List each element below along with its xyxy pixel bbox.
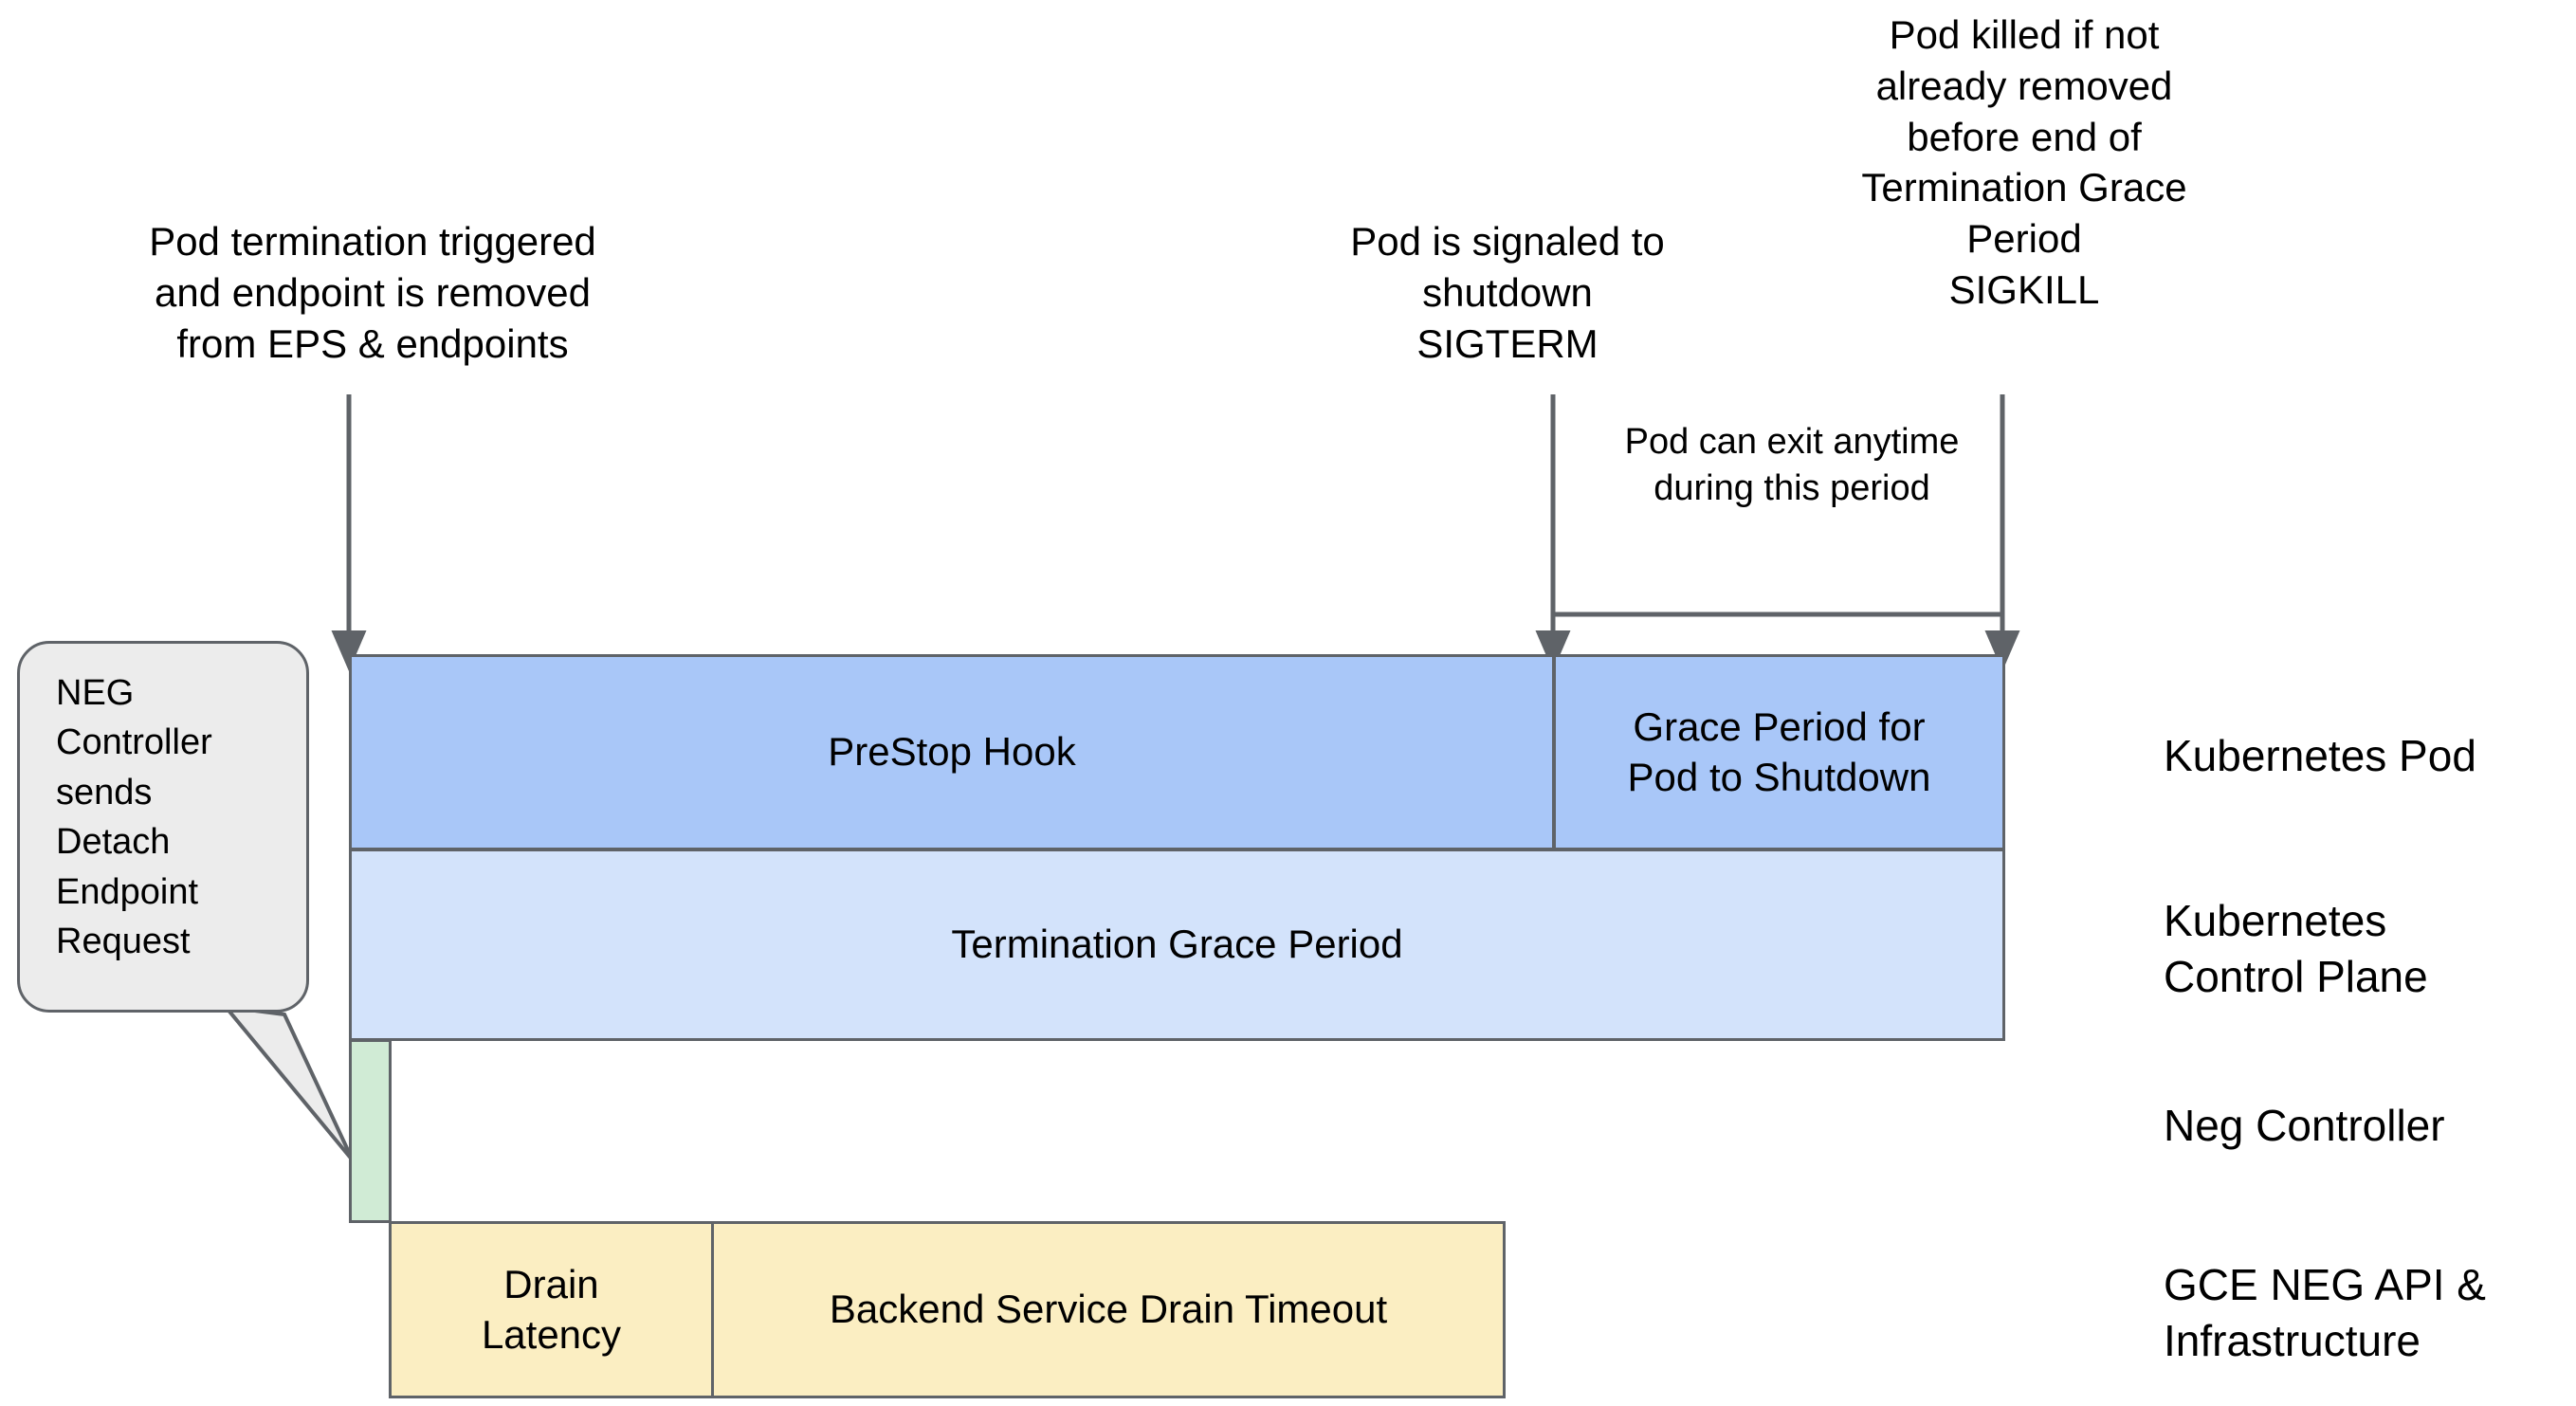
bar-termination-grace-period[interactable]: Termination Grace Period	[349, 849, 2005, 1041]
neg-controller-callout: NEG Controller sends Detach Endpoint Req…	[17, 641, 309, 1013]
row-label-kubernetes-pod: Kubernetes Pod	[2164, 731, 2476, 780]
annotation-pod-signaled-sigterm: Pod is signaled to shutdown SIGTERM	[1350, 219, 1665, 366]
bar-grace-period[interactable]: Grace Period for Pod to Shutdown	[1553, 654, 2005, 850]
bar-backend-service-drain-timeout[interactable]: Backend Service Drain Timeout	[711, 1221, 1506, 1398]
annotation-pod-termination-triggered: Pod termination triggered and endpoint i…	[149, 219, 596, 366]
row-label-kubernetes-control-plane: Kubernetes Control Plane	[2164, 896, 2428, 1001]
bar-prestop-hook[interactable]: PreStop Hook	[349, 654, 1555, 850]
annotation-pod-can-exit-anytime: Pod can exit anytime during this period	[1624, 422, 1960, 508]
callout-tail	[221, 1004, 355, 1162]
bar-drain-latency[interactable]: Drain Latency	[389, 1221, 714, 1398]
row-label-gce-neg-api: GCE NEG API & Infrastructure	[2164, 1260, 2486, 1365]
bar-neg-controller[interactable]	[349, 1039, 392, 1223]
row-label-neg-controller: Neg Controller	[2164, 1101, 2445, 1150]
annotation-pod-killed-sigkill: Pod killed if not already removed before…	[1861, 12, 2187, 312]
